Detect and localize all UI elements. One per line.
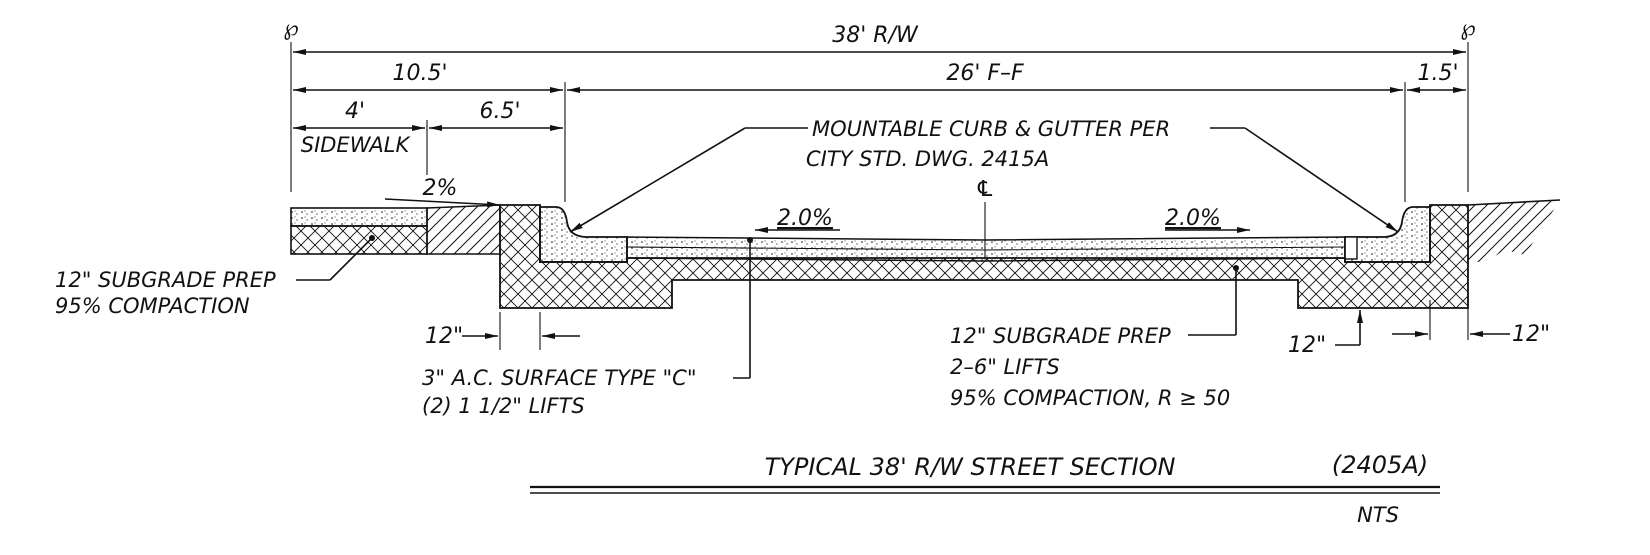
planting-strip: [426, 204, 501, 255]
ac-callout-line2: (2) 1 1/2" LIFTS: [422, 394, 585, 418]
dim-planting-width: 6.5': [479, 99, 520, 124]
ac-pavement: [626, 236, 1346, 262]
ac-callout-line1: 3" A.C. SURFACE TYPE "C": [422, 366, 697, 390]
dim-face-to-face: 26' F–F: [946, 61, 1024, 86]
curb-gutter-right: [1344, 206, 1431, 263]
offset-left-label: 12": [425, 324, 463, 349]
curb-gutter-left: [539, 206, 628, 263]
subgrade-road-line1: 12" SUBGRADE PREP: [950, 324, 1171, 348]
slope-road-left: 2.0%: [777, 206, 833, 231]
ac-leader-dot: [747, 237, 753, 243]
dim-total-row: 38' R/W: [832, 23, 919, 48]
property-line-left: ℘: [283, 16, 298, 41]
scale-note: NTS: [1357, 503, 1399, 527]
natural-grade-line: [1467, 199, 1561, 206]
slope-sidewalk: 2%: [423, 176, 458, 201]
dim-sidewalk-width: 4': [345, 99, 365, 124]
subgrade-road-line2: 2–6" LIFTS: [950, 355, 1060, 379]
section-title: TYPICAL 38' R/W STREET SECTION: [765, 453, 1176, 481]
slope-road-right: 2.0%: [1165, 206, 1221, 231]
curb-joint-right: [1344, 236, 1358, 260]
subgrade-left-dot: [369, 235, 375, 241]
section-code: (2405A): [1332, 451, 1428, 479]
subgrade-left-leader: [329, 237, 373, 281]
subgrade-left-line1: 12" SUBGRADE PREP: [55, 268, 276, 292]
subgrade-road-dot: [1233, 265, 1239, 271]
centerline-symbol: ℄: [975, 177, 995, 202]
dim-right-width: 1.5': [1417, 61, 1458, 86]
curb-callout-line1: MOUNTABLE CURB & GUTTER PER: [812, 117, 1170, 141]
slope-arrow-sidewalk: [384, 198, 501, 208]
subgrade-left-line2: 95% COMPACTION: [55, 294, 250, 318]
offset-right-a-label: 12": [1288, 333, 1326, 358]
subgrade-road-line3: 95% COMPACTION, R ≥ 50: [950, 386, 1230, 410]
sidewalk-subgrade: [290, 225, 428, 255]
sidewalk-concrete: [290, 207, 428, 227]
offset-right-b-label: 12": [1512, 322, 1550, 347]
property-line-right: ℘: [1460, 16, 1475, 41]
curb-leader-right: [1244, 127, 1399, 233]
sidewalk-label: SIDEWALK: [301, 133, 412, 157]
dim-left-width: 10.5': [392, 61, 447, 86]
curb-leader-left: [569, 127, 746, 233]
curb-callout-line2: CITY STD. DWG. 2415A: [806, 147, 1049, 171]
natural-grade-right: [1468, 200, 1560, 262]
